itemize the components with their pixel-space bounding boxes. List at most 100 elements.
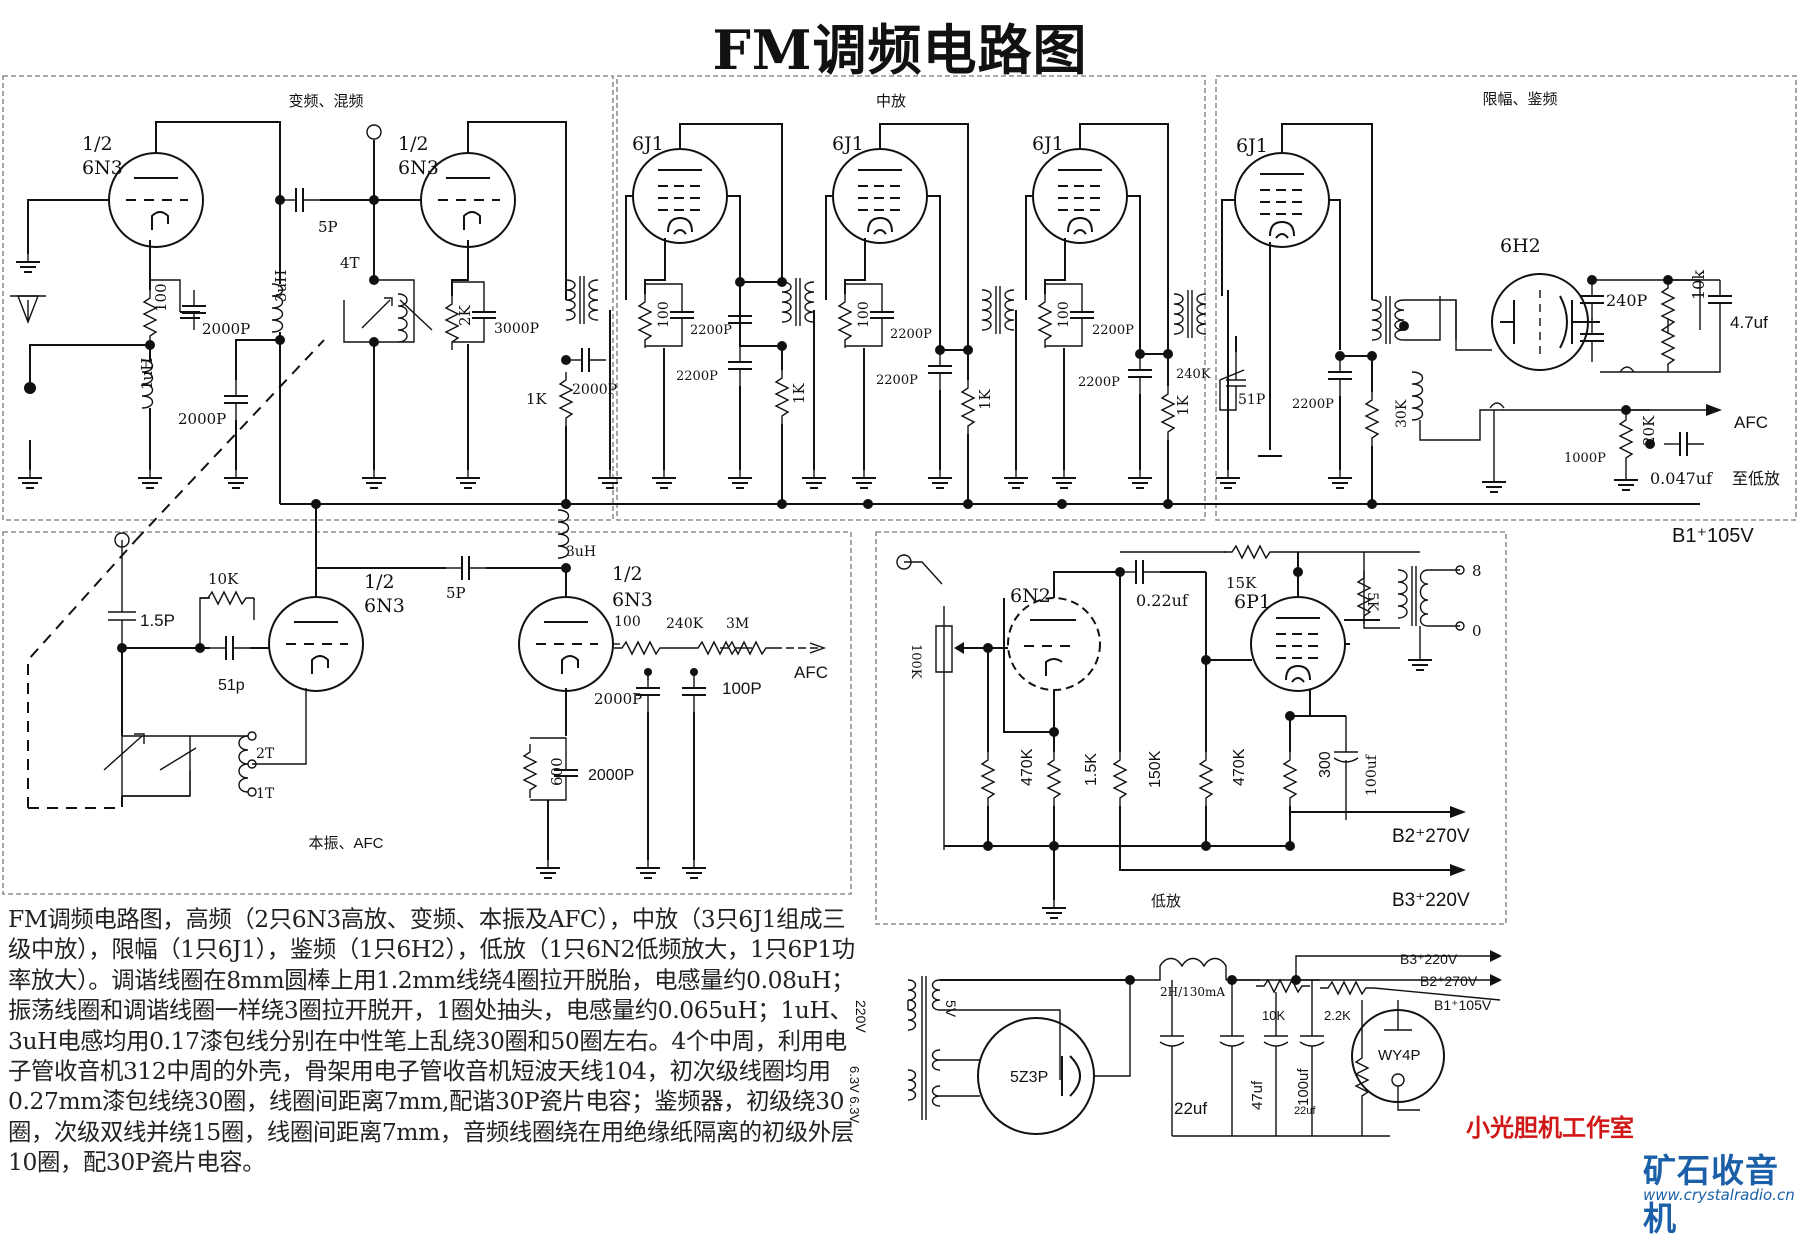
svg-text:100: 100 <box>656 301 672 328</box>
svg-text:6N3: 6N3 <box>82 157 123 179</box>
svg-text:6J1: 6J1 <box>1032 133 1064 155</box>
tube-output-6p1: 6P1 <box>1234 591 1346 692</box>
svg-text:2200P: 2200P <box>890 327 932 342</box>
svg-text:20K: 20K <box>1640 415 1658 446</box>
antenna-icon <box>16 295 40 324</box>
svg-text:5V: 5V <box>943 1000 959 1018</box>
svg-text:2000P: 2000P <box>202 320 250 338</box>
svg-text:1/2: 1/2 <box>364 571 395 593</box>
svg-text:220V: 220V <box>853 1000 869 1033</box>
svg-text:22uf: 22uf <box>1294 1105 1316 1117</box>
svg-text:1/2: 1/2 <box>82 133 113 155</box>
svg-text:0: 0 <box>1472 622 1482 640</box>
svg-text:2200P: 2200P <box>876 373 918 388</box>
diagram-title: FM调频电路图 <box>712 18 1088 82</box>
svg-text:4.7uf: 4.7uf <box>1730 313 1768 332</box>
tube-if1-6j1: 6J1 <box>632 133 728 244</box>
svg-text:240K: 240K <box>1176 367 1211 382</box>
svg-text:至低放: 至低放 <box>1732 470 1780 488</box>
svg-text:6J1: 6J1 <box>832 133 864 155</box>
svg-text:2000P: 2000P <box>588 767 634 784</box>
svg-text:1K: 1K <box>1174 394 1192 416</box>
svg-text:15K: 15K <box>1226 574 1257 592</box>
svg-text:5P: 5P <box>446 584 466 602</box>
svg-text:10k: 10k <box>1689 270 1708 300</box>
svg-text:6J1: 6J1 <box>1236 135 1268 157</box>
tube-preamp-6n2: 6N2 <box>1007 585 1101 691</box>
svg-text:6N3: 6N3 <box>612 589 653 611</box>
svg-text:4T: 4T <box>340 254 360 272</box>
svg-text:47uf: 47uf <box>1249 1080 1266 1110</box>
svg-text:2T: 2T <box>256 746 275 762</box>
tube-if2-6j1: 6J1 <box>832 133 928 244</box>
label-section-mixer: 变频、混频 <box>288 93 363 110</box>
svg-text:1/2: 1/2 <box>612 563 643 585</box>
svg-text:300: 300 <box>1317 751 1334 778</box>
svg-text:B1⁺105V: B1⁺105V <box>1434 997 1492 1013</box>
svg-text:B2⁺270V: B2⁺270V <box>1420 973 1478 989</box>
svg-text:10K: 10K <box>208 570 239 588</box>
tube-regulator-wy4p: WY4P <box>1351 1009 1445 1111</box>
svg-text:AFC: AFC <box>794 663 828 682</box>
svg-text:B1⁺105V: B1⁺105V <box>1672 525 1754 547</box>
svg-text:2000P: 2000P <box>572 382 617 398</box>
section-box-osc <box>2 531 852 895</box>
svg-text:6J1: 6J1 <box>632 133 664 155</box>
svg-text:2200P: 2200P <box>1292 397 1334 412</box>
svg-text:150K: 150K <box>1147 750 1164 788</box>
svg-text:100: 100 <box>856 301 872 328</box>
svg-text:240P: 240P <box>1606 291 1648 310</box>
section-box-if <box>616 75 1206 521</box>
svg-text:1T: 1T <box>256 786 275 802</box>
svg-text:30K: 30K <box>1394 399 1410 428</box>
svg-text:0.047uf: 0.047uf <box>1650 469 1713 488</box>
svg-text:2200P: 2200P <box>1078 375 1120 390</box>
svg-text:0.22uf: 0.22uf <box>1136 591 1189 610</box>
tube-limiter-6j1: 6J1 <box>1234 135 1330 248</box>
svg-text:6.3V 6.3V: 6.3V 6.3V <box>847 1066 862 1123</box>
label-section-limiter: 限幅、鉴频 <box>1482 91 1557 108</box>
section-box-mixer <box>2 75 614 521</box>
svg-text:WY4P: WY4P <box>1378 1047 1421 1064</box>
svg-text:1.5P: 1.5P <box>140 611 175 630</box>
svg-text:51p: 51p <box>218 677 245 694</box>
svg-text:AFC: AFC <box>1734 413 1768 432</box>
tube-rectifier-5z3p: 5Z3P <box>940 1017 1095 1135</box>
studio-label: 小光胆机工作室 <box>1466 1114 1634 1142</box>
svg-text:2K: 2K <box>456 304 474 326</box>
svg-text:2H/130mA: 2H/130mA <box>1160 985 1225 999</box>
tube-afc-6n3: 1/2 6N3 <box>518 563 653 692</box>
tube-osc-6n3: 1/2 6N3 <box>268 571 405 692</box>
label-section-audio: 低放 <box>1151 893 1181 910</box>
svg-text:1.5K: 1.5K <box>1083 753 1100 786</box>
svg-text:1/2: 1/2 <box>398 133 429 155</box>
svg-text:6N3: 6N3 <box>364 595 405 617</box>
svg-text:2200P: 2200P <box>690 323 732 338</box>
svg-text:B3⁺220V: B3⁺220V <box>1400 951 1458 967</box>
svg-text:470K: 470K <box>1019 748 1036 786</box>
svg-text:6H2: 6H2 <box>1500 235 1541 257</box>
tube-if3-6j1: 6J1 <box>1032 133 1128 244</box>
svg-text:470K: 470K <box>1231 748 1248 786</box>
svg-text:2.2K: 2.2K <box>1324 1008 1351 1023</box>
svg-text:10K: 10K <box>1262 1008 1285 1023</box>
svg-text:1K: 1K <box>790 382 808 404</box>
svg-text:240K: 240K <box>666 616 704 632</box>
tube-discriminator-6h2: 6H2 <box>1491 235 1600 371</box>
svg-text:3uH: 3uH <box>272 270 290 302</box>
svg-text:100uf: 100uf <box>1295 1068 1312 1106</box>
svg-text:3M: 3M <box>726 616 749 632</box>
svg-text:6N2: 6N2 <box>1010 585 1051 607</box>
svg-text:3000P: 3000P <box>494 321 539 337</box>
svg-text:B2⁺270V: B2⁺270V <box>1392 826 1470 847</box>
svg-text:5Z3P: 5Z3P <box>1010 1069 1048 1086</box>
svg-text:8: 8 <box>1472 562 1482 580</box>
svg-text:51P: 51P <box>1238 392 1265 408</box>
schematic: 变频、混频 中放 限幅、鉴频 本振、AFC 低放 1/2 6N3 1/2 6N3… <box>2 75 1797 1137</box>
svg-text:600: 600 <box>548 757 566 786</box>
svg-text:5P: 5P <box>318 218 338 236</box>
section-box-limiter <box>1215 75 1797 521</box>
site-url: www.crystalradio.cn <box>1643 1186 1795 1204</box>
svg-text:2200P: 2200P <box>1092 323 1134 338</box>
svg-text:100: 100 <box>1056 301 1072 328</box>
